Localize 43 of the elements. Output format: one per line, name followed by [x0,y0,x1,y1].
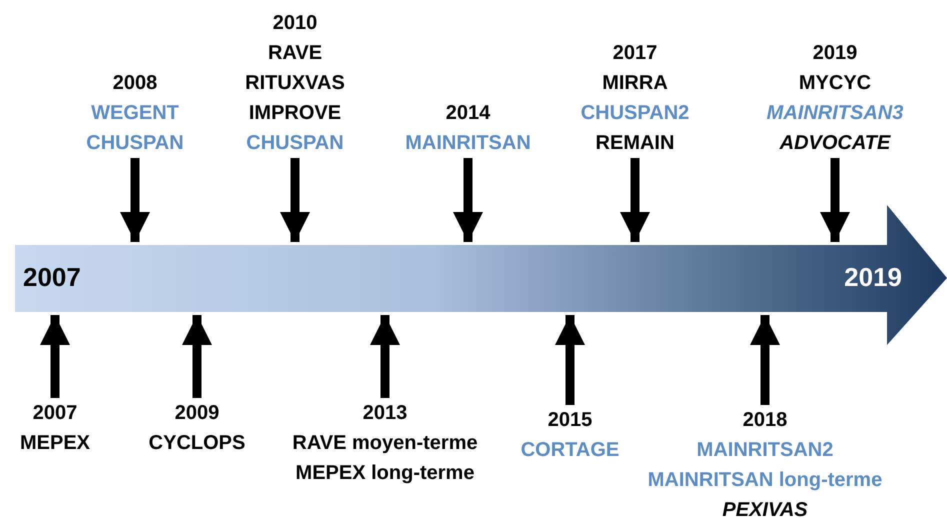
trial-name: RAVE [268,42,322,64]
year-label: 2007 [32,402,78,424]
trial-name: WEGENT [91,102,179,124]
year-label: 2014 [446,102,490,124]
year-label: 2007 [23,262,81,293]
trial-name: IMPROVE [248,102,342,124]
trial-name: CHUSPAN [86,132,184,154]
arrow [620,158,650,242]
year-label: 2019 [812,42,858,64]
year-label: 2017 [612,42,658,64]
year-label: 2013 [362,402,408,424]
trial-name: CHUSPAN [246,132,344,154]
trial-name: MYCYC [798,72,872,94]
trial-name: PEXIVAS [722,499,808,518]
arrow [182,315,212,398]
trial-name: RAVE moyen-terme [292,432,478,454]
trial-name: CYCLOPS [148,432,246,454]
arrow [555,315,585,405]
arrow [370,315,400,398]
year-label: 2018 [742,409,788,431]
arrow [820,158,850,242]
year-label: 2010 [272,12,318,34]
trial-name: ADVOCATE [780,132,890,154]
trial-name: CHUSPAN2 [580,102,690,124]
trial-name: MIRRA [602,72,668,94]
arrow [750,315,780,405]
year-label: 2008 [112,72,158,94]
trial-name: MEPEX long-terme [296,462,474,484]
arrow [453,158,483,242]
trial-name: RITUXVAS [245,72,345,94]
trial-name: MAINRITSAN2 [696,439,834,461]
trial-name: MEPEX [20,432,90,454]
trial-name: MAINRITSAN long-terme [648,469,882,491]
trial-name: REMAIN [596,132,674,154]
trial-name: MAINRITSAN [405,132,531,154]
arrow [280,158,310,242]
year-label: 2019 [844,262,902,293]
trial-name: CORTAGE [520,439,620,461]
trial-name: MAINRITSAN3 [766,102,904,124]
year-label: 2015 [548,409,592,431]
arrow [40,315,70,398]
arrow [120,158,150,242]
year-label: 2009 [174,402,220,424]
